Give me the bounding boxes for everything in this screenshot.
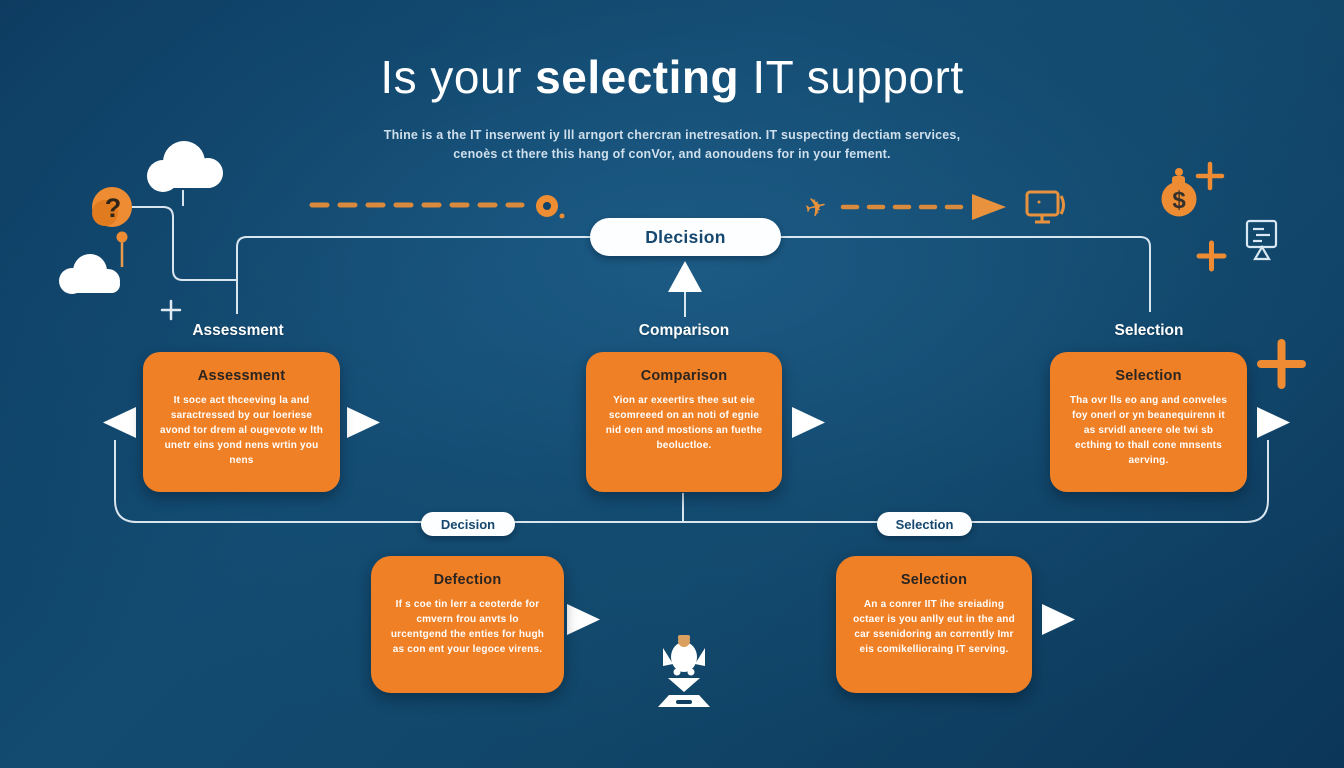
selection-pill: Selection	[877, 512, 972, 536]
card-body: Yion ar exeertirs thee sut eie scomreeed…	[605, 395, 763, 451]
monitor-icon	[1025, 190, 1065, 224]
card-title: Selection	[900, 572, 968, 588]
question-glyph: ?	[105, 193, 122, 223]
question-icon: ?	[92, 187, 132, 227]
dashed-route-right: ✈	[802, 190, 1065, 225]
title-post: IT support	[739, 51, 964, 103]
pin-icon	[116, 231, 128, 267]
plus-icon	[1257, 339, 1306, 389]
card-body: An a conrer IIT ihe sreiading octaer is …	[853, 599, 1015, 655]
arrowhead-icon	[972, 194, 1006, 220]
launch-figure-icon	[658, 635, 710, 707]
dollar-glyph: $	[1172, 187, 1186, 214]
card-selection-bottom: Selection An a conrer IIT ihe sreiading …	[836, 556, 1032, 693]
stage-label-selection: Selection	[1114, 322, 1184, 339]
arrow-right-icon	[1042, 604, 1075, 635]
card-assessment: Assessment It soce act thceeving la and …	[143, 352, 340, 492]
plus-icons	[1195, 161, 1306, 389]
connector-question	[132, 206, 236, 281]
cloud-icon	[147, 141, 223, 192]
page-subtitle: Thine is a the IT inserwent iy lll arngo…	[0, 126, 1344, 164]
arrow-right-icon	[792, 407, 825, 438]
plus-icon	[1195, 161, 1225, 191]
down-arrow-icon	[668, 678, 700, 692]
stage-label-comparison: Comparison	[638, 322, 730, 339]
card-comparison: Comparison Yion ar exeertirs thee sut ei…	[586, 352, 782, 492]
presentation-board-icon	[1245, 219, 1278, 261]
plane-icon: ✈	[802, 191, 830, 225]
arrow-right-icon	[567, 604, 600, 635]
page-title: Is your selecting IT support	[0, 50, 1344, 104]
up-arrow-icon	[668, 261, 702, 292]
money-bag-icon: $	[1161, 168, 1197, 217]
title-emphasis: selecting	[535, 51, 740, 103]
card-title: Defection	[433, 572, 502, 588]
plus-icon	[1196, 240, 1227, 272]
card-title: Assessment	[197, 368, 286, 384]
card-selection-top: Selection Tha ovr lls eo ang and convele…	[1050, 352, 1247, 492]
arrow-right-icon	[347, 407, 380, 438]
card-defection: Defection If s coe tin lerr a ceoterde f…	[371, 556, 564, 693]
stage-label-assessment: Assessment	[192, 322, 284, 339]
card-body: It soce act thceeving la and saractresse…	[159, 395, 324, 466]
subtitle-line: cenoès ct there this hang of conVor, and…	[453, 147, 891, 161]
title-pre: Is your	[380, 51, 536, 103]
card-title: Comparison	[640, 368, 728, 384]
arrow-right-icon	[1257, 407, 1290, 438]
dashed-route-left	[309, 195, 565, 219]
subtitle-line: Thine is a the IT inserwent iy lll arngo…	[383, 128, 961, 142]
flow-arrows	[103, 261, 1290, 635]
decision-node: Dlecision	[590, 218, 781, 256]
card-body: Tha ovr lls eo ang and conveles foy oner…	[1069, 395, 1228, 466]
card-title: Selection	[1115, 368, 1182, 384]
plus-icon	[160, 299, 182, 321]
connector-bottom-rail	[114, 440, 1269, 523]
arrow-left-icon	[103, 407, 136, 438]
card-body: If s coe tin lerr a ceoterde for cmvern …	[390, 599, 545, 655]
cloud-icon	[59, 254, 120, 294]
decision-pill: Decision	[421, 512, 515, 536]
